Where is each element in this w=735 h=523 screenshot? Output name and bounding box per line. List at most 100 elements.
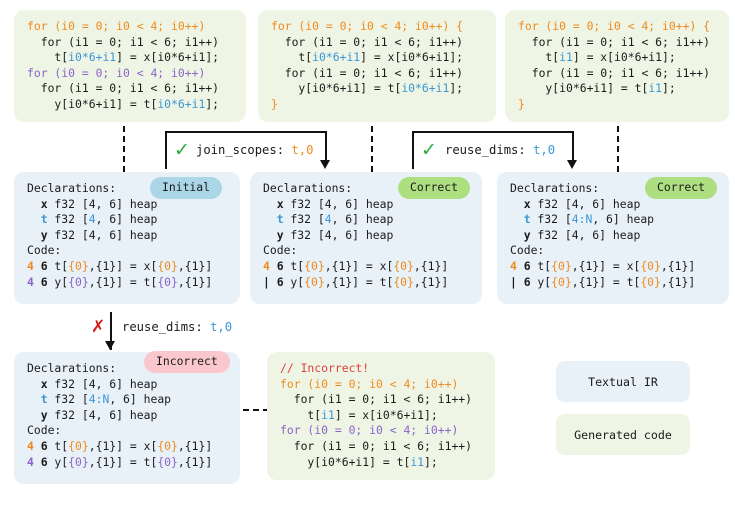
code-token: for (i0 = 0; i0 < 4; i0++)	[280, 376, 459, 391]
code-token: t	[510, 212, 531, 227]
transform-args: t,0	[210, 320, 233, 334]
code-token: ] = x[i0*6+i1];	[116, 50, 220, 65]
connector-dashed-right	[617, 126, 619, 172]
code-token: ,	[660, 258, 668, 273]
code-token: ,	[324, 258, 332, 273]
code-token: i0*6+i1	[68, 50, 117, 65]
code-token: f32 [	[47, 212, 89, 227]
code-token: {0}	[157, 454, 178, 469]
code-token: ]	[441, 274, 449, 289]
code-token: ]	[205, 258, 213, 273]
code-token: y	[510, 227, 531, 242]
code-token: ,	[571, 274, 579, 289]
code-token: 4	[27, 274, 34, 289]
code-token: {0}	[304, 274, 325, 289]
code-token: 6	[33, 454, 48, 469]
code-token: t[	[530, 258, 552, 273]
code-token: {0}	[157, 258, 178, 273]
code-token: {1}	[331, 274, 353, 289]
code-text: // Incorrect! for (i0 = 0; i0 < 4; i0++)…	[267, 352, 495, 479]
transform-label-reuse-dims: reuse_dims: t,0	[442, 143, 559, 157]
code-token: y[i0*6+i1] = t[	[518, 81, 649, 96]
code-token: t[	[280, 407, 322, 422]
transform-name: join_scopes:	[196, 143, 292, 157]
code-token: {1}	[95, 454, 117, 469]
code-token: {0}	[157, 438, 178, 453]
code-token: {1}	[95, 438, 117, 453]
code-token: i1	[321, 407, 335, 422]
code-token: 4	[27, 438, 34, 453]
transform-args: t,0	[291, 143, 314, 157]
code-token: ];	[662, 81, 676, 96]
code-token: i1	[410, 454, 425, 469]
code-token: ] = x[i0*6+i1];	[360, 50, 464, 65]
code-token: ] = t[	[352, 274, 394, 289]
code-token: t[	[27, 50, 69, 65]
code-token: ,	[324, 274, 332, 289]
code-text: for (i0 = 0; i0 < 4; i0++) { for (i1 = 0…	[258, 10, 496, 122]
arrow2-right-stem	[572, 131, 574, 161]
code-token: x	[27, 196, 48, 211]
code-token: ,	[88, 454, 96, 469]
code-token: ];	[424, 454, 438, 469]
code-token: for (i0 = 0; i0 < 4; i0++)	[27, 65, 206, 80]
transform-args: t,0	[533, 143, 556, 157]
code-token: ] = t[	[599, 274, 641, 289]
code-token: f32 [4, 6] heap	[47, 376, 158, 391]
code-token: // Incorrect!	[280, 361, 370, 375]
code-token: ,	[177, 454, 185, 469]
code-token: Declarations:	[27, 361, 117, 375]
code-token: ,	[88, 438, 96, 453]
code-token: 6	[516, 274, 531, 289]
code-token: y[i0*6+i1] = t[	[280, 454, 411, 469]
code-token: ]	[688, 274, 696, 289]
code-token: {0}	[68, 454, 89, 469]
code-token: {0}	[68, 274, 89, 289]
code-token: ]	[205, 274, 213, 289]
code-token: ] = x[	[116, 258, 158, 273]
code-token: ,	[177, 438, 185, 453]
code-token: for (i1 = 0; i1 < 6; i1++)	[280, 438, 473, 453]
code-token: ] = x[	[352, 258, 394, 273]
code-token: x	[263, 196, 284, 211]
transform-name: reuse_dims:	[122, 320, 211, 334]
code-token: |	[263, 274, 270, 289]
arrow2-left-stem	[412, 131, 414, 169]
code-token: 4	[510, 258, 517, 273]
code-token: 6	[269, 258, 284, 273]
ir-panel-correct-2: Declarations: x f32 [4, 6] heap t f32 [4…	[497, 172, 729, 304]
code-panel-reuse-dims: for (i0 = 0; i0 < 4; i0++) { for (i1 = 0…	[505, 10, 729, 122]
code-token: 4	[88, 212, 96, 227]
ir-text: Declarations: x f32 [4, 6] heap t f32 [4…	[14, 172, 240, 299]
code-token: t[	[283, 258, 305, 273]
code-token: {0}	[68, 438, 89, 453]
code-token: {0}	[68, 258, 89, 273]
code-token: {0}	[551, 274, 572, 289]
code-token: y[i0*6+i1] = t[	[27, 96, 158, 111]
legend-generated-code: Generated code	[556, 414, 690, 455]
code-token: 4:N	[88, 392, 110, 407]
code-token: t[	[47, 258, 69, 273]
code-token: {0}	[393, 274, 414, 289]
code-token: y	[263, 227, 284, 242]
code-token: 6	[33, 438, 48, 453]
legend-textual-ir: Textual IR	[556, 361, 690, 402]
code-token: for (i1 = 0; i1 < 6; i1++)	[271, 34, 464, 49]
code-token: for (i0 = 0; i0 < 4; i0++)	[27, 19, 206, 33]
ir-text: Declarations: x f32 [4, 6] heap t f32 [4…	[14, 352, 240, 479]
code-token: ] = x[	[599, 258, 641, 273]
code-token: y[	[530, 274, 552, 289]
code-token: for (i1 = 0; i1 < 6; i1++)	[27, 34, 220, 49]
code-token: ] = x[i0*6+i1];	[572, 50, 676, 65]
code-token: {1}	[420, 274, 442, 289]
code-token: f32 [4, 6] heap	[530, 227, 641, 242]
code-token: {1}	[184, 258, 206, 273]
code-token: 6	[33, 274, 48, 289]
code-token: i0*6+i1	[312, 50, 361, 65]
code-token: Code:	[27, 243, 62, 258]
connector-dashed-bottom	[243, 409, 269, 411]
connector-dashed-left	[123, 126, 125, 172]
code-token: Declarations:	[263, 181, 353, 195]
ir-text: Declarations: x f32 [4, 6] heap t f32 [4…	[497, 172, 729, 299]
code-token: }	[271, 96, 278, 111]
